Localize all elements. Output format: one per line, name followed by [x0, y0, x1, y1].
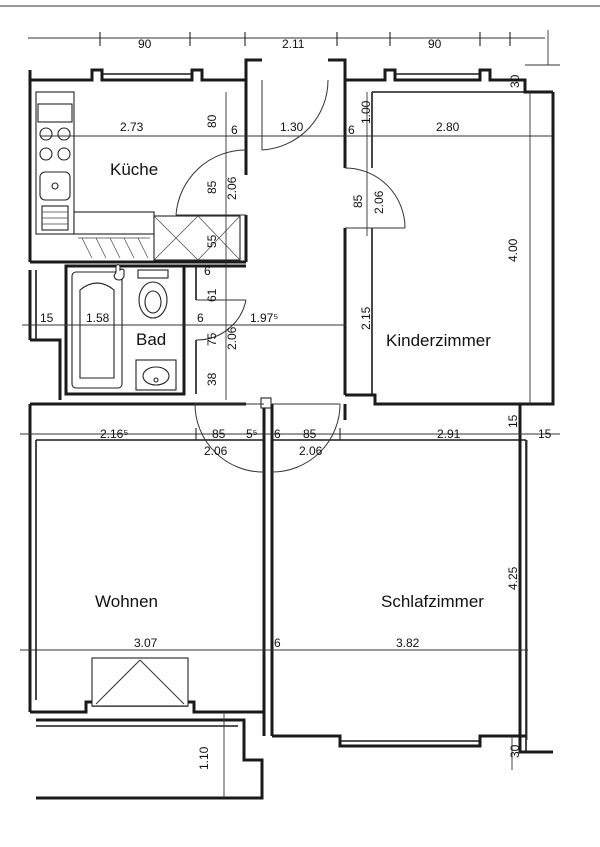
- dim-wohnen-55: 5⁵: [246, 427, 258, 441]
- dim-kinder-215: 2.15: [359, 306, 373, 330]
- dim-kueche-80: 80: [205, 114, 219, 128]
- bedroom-door: [271, 403, 341, 473]
- room-label-wohnen: Wohnen: [95, 592, 158, 611]
- washbasin-icon: [135, 359, 177, 391]
- dim-bad-206: 2.06: [225, 326, 239, 350]
- room-label-kinderzimmer: Kinderzimmer: [386, 331, 491, 350]
- living-room-door: [194, 403, 265, 473]
- toilet-icon: [137, 269, 169, 319]
- dim-kueche-206: 2.06: [225, 176, 239, 200]
- dim-kueche-55: 55: [205, 234, 219, 248]
- dim-kueche-6: 6: [231, 123, 238, 137]
- dim-schlaf-6: 6: [274, 427, 281, 441]
- dim-kinder-85: 85: [351, 194, 365, 208]
- room-label-bad: Bad: [136, 330, 166, 349]
- bathtub-icon: [71, 271, 123, 389]
- dim-bottom-30: 30: [508, 744, 522, 758]
- dim-top-30: 30: [508, 74, 522, 88]
- entrance-door: [261, 79, 329, 151]
- dim-schlaf-15: 15: [506, 414, 520, 428]
- dim-schlaf-382: 3.82: [396, 636, 420, 650]
- dim-wohnen-2165: 2.16⁵: [100, 427, 128, 441]
- dim-kinder-100: 1.00: [359, 100, 373, 124]
- bathroom-door: [195, 299, 247, 341]
- hand-cursor-icon: [113, 263, 125, 281]
- bedroom-walls: [272, 404, 526, 748]
- dim-top-90-left: 90: [138, 37, 152, 51]
- hallway-walls: [343, 80, 553, 406]
- dim-bad-158: 1.58: [86, 311, 110, 325]
- kids-room-door: [344, 167, 406, 229]
- dim-schlaf-6b: 6: [274, 636, 281, 650]
- dim-top-211: 2.11: [282, 37, 305, 51]
- top-exterior-wall: [28, 58, 553, 94]
- hall-door-post: [260, 397, 272, 409]
- room-label-schlafzimmer: Schlafzimmer: [381, 592, 484, 611]
- dim-flur-1975: 1.97⁵: [250, 311, 278, 325]
- dim-wohnen-85: 85: [212, 427, 226, 441]
- right-exterior-wall: [518, 92, 555, 754]
- left-stub-walls: [28, 270, 62, 400]
- top-dimension-line: [28, 30, 560, 66]
- stove-icon: [37, 103, 73, 161]
- kids-room-walls: [371, 91, 553, 395]
- balcony-walls: [30, 700, 264, 800]
- room-label-kueche: Küche: [110, 160, 158, 179]
- dim-schlaf-425: 4.25: [506, 566, 520, 590]
- bathroom-walls: [64, 264, 246, 396]
- dim-bad-6: 6: [204, 264, 211, 278]
- kitchen-walls: [28, 80, 248, 264]
- dim-schlaf-206: 2.06: [299, 444, 323, 458]
- dim-bad-6b: 6: [197, 311, 204, 325]
- dim-kinder-206: 2.06: [372, 190, 386, 214]
- dim-bad-38: 38: [205, 372, 219, 386]
- dim-flur-130: 1.30: [280, 120, 304, 134]
- dimension-lines: [20, 92, 560, 798]
- dim-wohnen-307: 3.07: [134, 636, 158, 650]
- dim-schlaf-291: 2.91: [437, 427, 461, 441]
- dim-balkon-110: 1.10: [197, 746, 211, 770]
- kitchen-door: [175, 149, 247, 216]
- dim-wohnen-206: 2.06: [204, 444, 228, 458]
- dim-left-15: 15: [40, 311, 54, 325]
- dim-flur-6: 6: [348, 123, 355, 137]
- dim-kueche-85: 85: [205, 180, 219, 194]
- dim-top-90-right: 90: [428, 37, 442, 51]
- dim-schlaf-85: 85: [303, 427, 317, 441]
- dim-bad-61: 61: [205, 288, 219, 302]
- dim-kinder-400: 4.00: [506, 238, 520, 262]
- dim-kueche-273: 2.73: [120, 120, 144, 134]
- balcony-door: [91, 657, 189, 707]
- dim-bad-75: 75: [205, 332, 219, 346]
- dim-right-15: 15: [538, 427, 552, 441]
- sink-icon: [39, 171, 71, 231]
- dim-kinder-280: 2.80: [436, 120, 460, 134]
